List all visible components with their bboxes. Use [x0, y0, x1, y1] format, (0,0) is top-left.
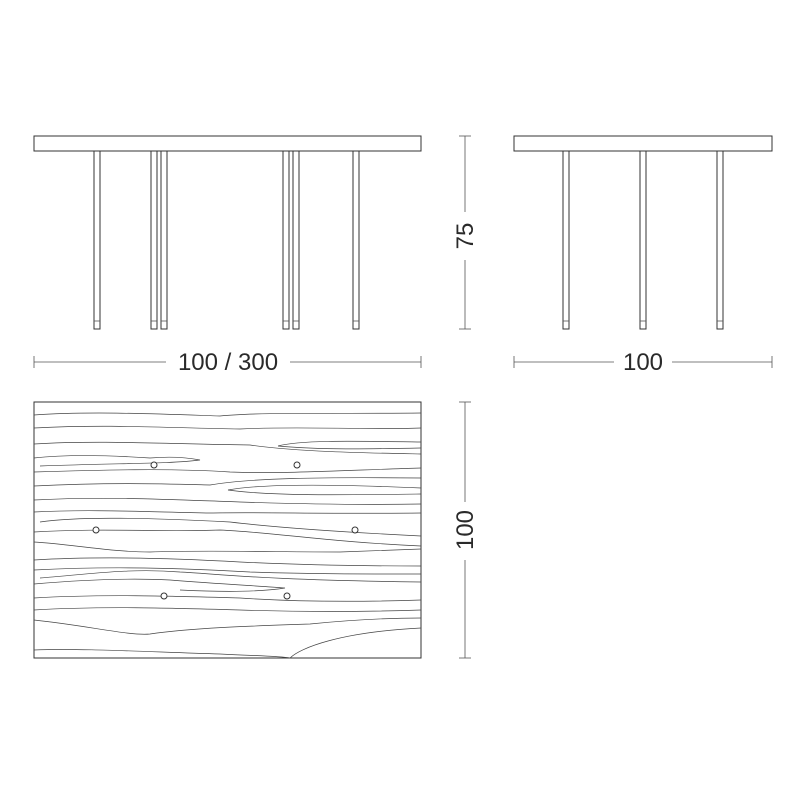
front-leg: [93, 150, 101, 330]
side-view: 100: [513, 135, 773, 376]
front-legs: [93, 150, 360, 330]
height-label: 75: [452, 223, 479, 250]
front-leg: [352, 150, 360, 330]
front-view: 100 / 300: [33, 135, 422, 376]
front-width-dimension: 100 / 300: [33, 349, 422, 376]
side-leg: [639, 150, 647, 330]
depth-label: 100: [452, 510, 479, 550]
top-view: 100: [33, 401, 479, 659]
front-tabletop: [33, 135, 422, 152]
side-width-label: 100: [623, 349, 663, 376]
side-legs: [562, 150, 724, 330]
side-leg: [716, 150, 724, 330]
front-width-label: 100 / 300: [178, 349, 278, 376]
mounting-hole: [160, 592, 168, 600]
front-leg: [150, 150, 158, 330]
mounting-hole: [351, 526, 359, 534]
front-leg: [292, 150, 300, 330]
leg-mounting-holes: [92, 461, 359, 600]
side-tabletop: [513, 135, 773, 152]
side-width-dimension: 100: [513, 349, 773, 376]
wood-grain: [33, 412, 422, 659]
height-dimension: 75: [452, 135, 479, 330]
mounting-hole: [283, 592, 291, 600]
front-leg: [160, 150, 168, 330]
depth-dimension: 100: [452, 401, 479, 659]
front-leg: [282, 150, 290, 330]
mounting-hole: [293, 461, 301, 469]
side-leg: [562, 150, 570, 330]
mounting-hole: [92, 526, 100, 534]
mounting-hole: [150, 461, 158, 469]
top-surface: [33, 401, 422, 659]
